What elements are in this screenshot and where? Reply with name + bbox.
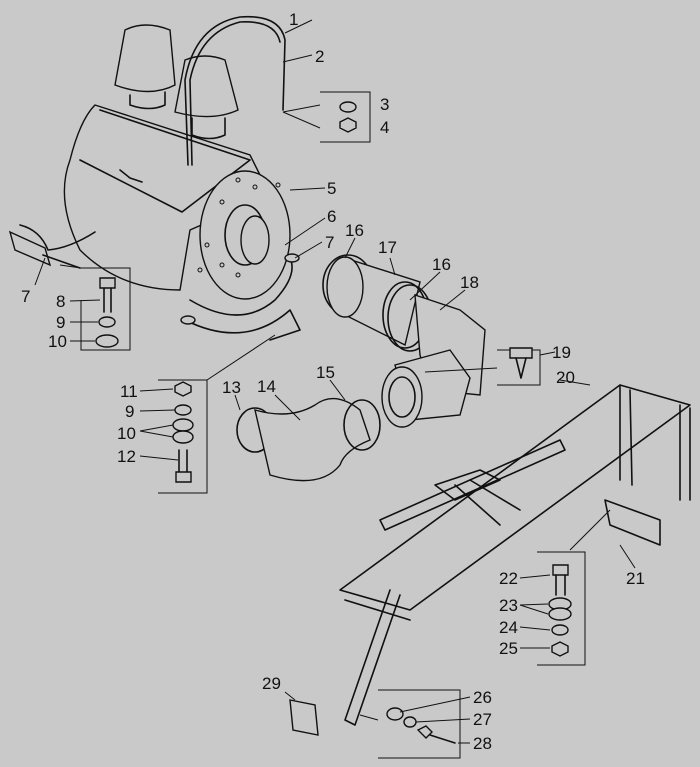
elbow-hose	[236, 397, 381, 482]
air-cleaner-housing	[63, 104, 291, 300]
callout-9: 9	[56, 313, 65, 332]
callout-21: 21	[626, 569, 645, 588]
callout-11: 11	[120, 382, 138, 401]
support-frame	[339, 384, 691, 726]
callout-8: 8	[56, 292, 65, 311]
callout-3: 3	[380, 95, 389, 114]
precleaner-caps	[114, 24, 239, 140]
callout-27: 27	[473, 710, 492, 729]
callout-4: 4	[380, 118, 389, 137]
callout-5: 5	[327, 179, 336, 198]
callout-13: 13	[222, 378, 241, 397]
callout-6: 6	[327, 207, 336, 226]
callout-12: 12	[117, 447, 136, 466]
callout-19: 19	[552, 343, 571, 362]
callout-29: 29	[262, 674, 281, 693]
callout-16: 16	[345, 221, 364, 240]
callout-10: 10	[48, 332, 67, 351]
callout-22: 22	[499, 569, 518, 588]
hardware	[95, 101, 572, 744]
callout-25: 25	[499, 639, 518, 658]
callout-15: 15	[316, 363, 335, 382]
leader-lines	[34, 19, 636, 744]
callout-10: 10	[117, 424, 136, 443]
detail-boxes	[59, 91, 611, 759]
callout-2: 2	[315, 47, 324, 66]
callout-1: 1	[289, 10, 298, 29]
callout-9: 9	[125, 402, 134, 421]
callout-18: 18	[460, 273, 479, 292]
mounting-strap-left	[8, 224, 96, 269]
callout-labels: 1 2 3 4 5 6 7 7 8 9 10 16 17 16 18 19 20…	[21, 10, 645, 753]
callout-7: 7	[325, 233, 334, 252]
callout-20: 20	[556, 368, 575, 387]
callout-14: 14	[257, 377, 276, 396]
callout-26: 26	[473, 688, 492, 707]
callout-24: 24	[499, 618, 518, 637]
callout-16: 16	[432, 255, 451, 274]
callout-7: 7	[21, 287, 30, 306]
indicator-hose	[184, 15, 286, 166]
callout-28: 28	[473, 734, 492, 753]
callout-23: 23	[499, 596, 518, 615]
mounting-strap-right	[180, 253, 301, 341]
callout-17: 17	[378, 238, 397, 257]
